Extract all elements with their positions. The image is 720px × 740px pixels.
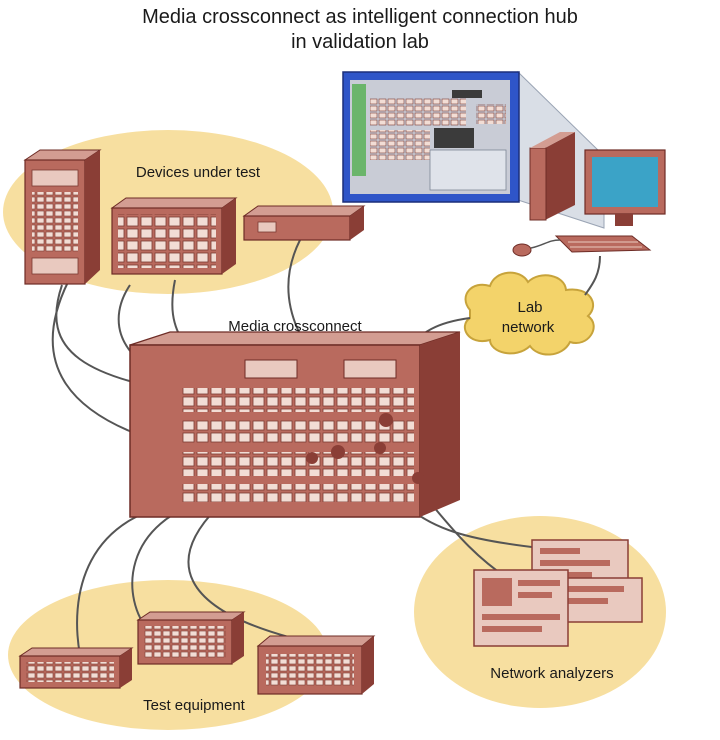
test-equipment-label: Test equipment xyxy=(143,697,246,714)
test-equipment-left xyxy=(18,647,134,689)
test-equipment-center xyxy=(136,611,246,665)
network-analyzer-front xyxy=(473,569,569,647)
device-chassis-medium xyxy=(110,197,238,275)
device-router-flat xyxy=(242,205,366,241)
diagram-title-line1: Media crossconnect as intelligent connec… xyxy=(142,6,578,28)
devices-under-test-label: Devices under test xyxy=(136,164,261,181)
lab-network-cloud xyxy=(463,271,595,356)
media-crossconnect-label: Media crossconnect xyxy=(228,318,362,335)
lab-network-label-line2: network xyxy=(502,319,555,336)
media-crossconnect-chassis xyxy=(129,331,461,518)
management-software-screenshot xyxy=(342,71,520,203)
diagram-title-line2: in validation lab xyxy=(291,31,429,53)
computer-workstation xyxy=(512,132,666,257)
test-equipment-right xyxy=(256,635,376,695)
lab-network-label-line1: Lab xyxy=(517,299,542,316)
device-rack-tall xyxy=(23,149,102,285)
network-analyzer-middle xyxy=(559,577,643,623)
network-analyzers-label: Network analyzers xyxy=(490,665,613,682)
